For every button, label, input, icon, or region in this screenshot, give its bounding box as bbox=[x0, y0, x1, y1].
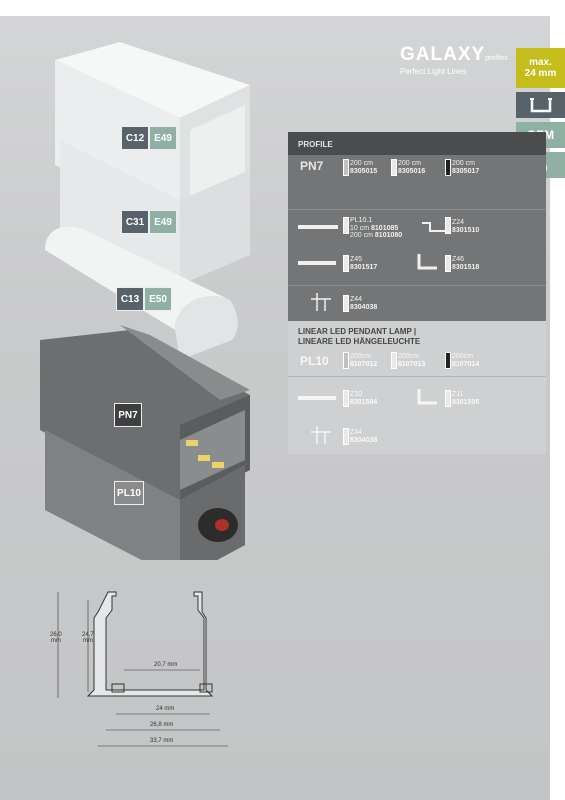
lamp-code: PL10 bbox=[300, 354, 329, 368]
z10-icon bbox=[298, 396, 336, 400]
dim-width-outer: 33,7 mm bbox=[150, 738, 174, 744]
profile-section-icon bbox=[516, 92, 565, 118]
profile-heading: PROFILE bbox=[288, 132, 546, 155]
pl10-icon bbox=[298, 225, 338, 229]
cross-section-drawing bbox=[57, 591, 228, 747]
white-swatch bbox=[391, 352, 397, 369]
max-label: max. bbox=[529, 57, 552, 68]
brand-name: GALAXY bbox=[400, 44, 486, 65]
white-swatch bbox=[391, 159, 397, 176]
accessory-marker bbox=[343, 428, 349, 445]
accessory-marker bbox=[445, 217, 451, 234]
cover-code-badge: C12 bbox=[121, 126, 149, 150]
black-swatch bbox=[445, 352, 451, 369]
accessory-marker bbox=[343, 217, 349, 234]
accessory-marker bbox=[445, 390, 451, 407]
profile-code: PN7 bbox=[300, 159, 324, 173]
z44-icon bbox=[311, 293, 331, 311]
dim-width-lower: 26,8 mm bbox=[150, 722, 174, 728]
profile-code-badge: PN7 bbox=[114, 403, 142, 427]
z46-icon bbox=[417, 254, 437, 270]
silver-swatch bbox=[343, 159, 349, 176]
z24-icon bbox=[422, 222, 446, 232]
max-value: 24 mm bbox=[524, 68, 557, 79]
accessory-marker bbox=[343, 390, 349, 407]
brand-suffix: profiles bbox=[485, 55, 508, 62]
dim-width-inner: 20,7 mm bbox=[154, 662, 178, 668]
black-swatch bbox=[445, 159, 451, 176]
lamp-heading-line2: LINEARE LED HÄNGELEUCHTE bbox=[298, 336, 421, 346]
z11-icon bbox=[417, 389, 437, 405]
accessory-marker bbox=[445, 255, 451, 272]
cover-code-badge: C13 bbox=[116, 287, 144, 311]
max-size-tab: max. 24 mm bbox=[516, 48, 565, 88]
brand-logo: GALAXYprofiles Perfect Light Lines bbox=[400, 44, 508, 76]
lamp-heading: LINEAR LED PENDANT LAMP | LINEARE LED HÄ… bbox=[288, 321, 546, 348]
lamp-heading-line1: LINEAR LED PENDANT LAMP | bbox=[298, 327, 417, 336]
silver-swatch bbox=[343, 352, 349, 369]
accessory-marker bbox=[343, 255, 349, 272]
z44-icon bbox=[311, 426, 331, 444]
lamp-code-badge: PL10 bbox=[114, 481, 144, 505]
z45-icon bbox=[298, 261, 336, 265]
accessory-marker bbox=[343, 295, 349, 312]
end-cap-code-badge: E50 bbox=[144, 287, 172, 311]
cover-code-badge: C31 bbox=[121, 210, 149, 234]
dim-width-mid: 24 mm bbox=[156, 706, 175, 712]
end-cap-code-badge: E49 bbox=[149, 210, 177, 234]
product-exploded-illustration bbox=[40, 42, 250, 560]
end-cap-code-badge: E49 bbox=[149, 126, 177, 150]
brand-tagline: Perfect Light Lines bbox=[400, 67, 467, 76]
